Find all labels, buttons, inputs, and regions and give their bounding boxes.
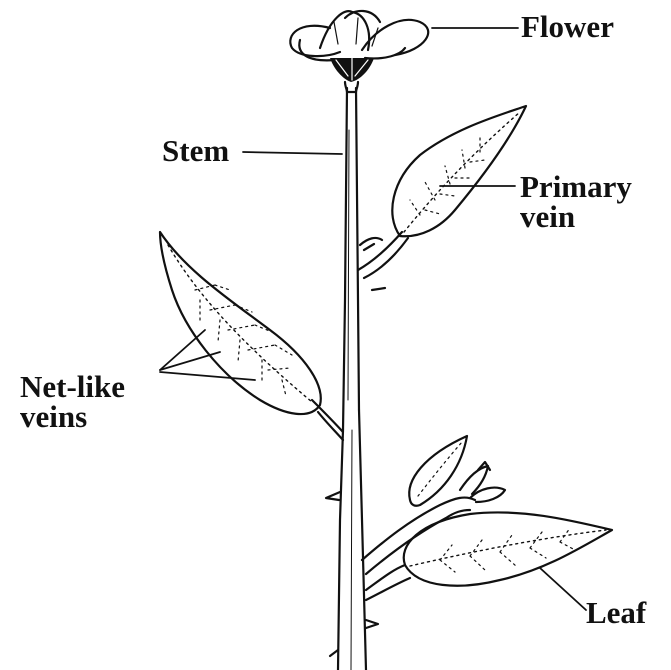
flower-shape <box>290 11 428 92</box>
lower-small-leaves <box>362 436 505 574</box>
flower-label: Flower <box>521 12 614 42</box>
stem-shape <box>326 88 378 670</box>
stem-leader <box>243 152 342 154</box>
net-veins-leader-3 <box>160 372 255 380</box>
lower-right-leaf <box>366 512 612 600</box>
primary-vein-label: Primary vein <box>520 172 632 232</box>
primary-vein-label-line1: Primary <box>520 172 632 202</box>
net-like-veins-label-line2: veins <box>20 402 125 432</box>
upper-right-leaf <box>358 106 526 290</box>
leaf-leader <box>540 568 586 610</box>
leaf-label: Leaf <box>586 598 646 628</box>
stem-label: Stem <box>162 136 229 166</box>
net-like-veins-label-line1: Net-like <box>20 372 125 402</box>
primary-vein-label-line2: vein <box>520 202 632 232</box>
net-like-veins-label: Net-like veins <box>20 372 125 432</box>
left-leaf <box>160 232 343 440</box>
